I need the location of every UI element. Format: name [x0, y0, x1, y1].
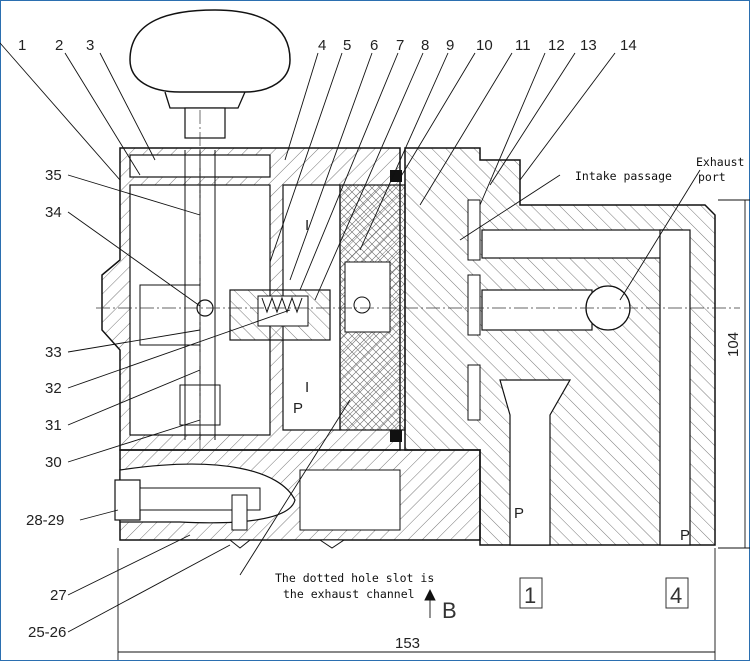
port-1-label: 1: [524, 583, 536, 608]
part-label-9: 9: [446, 37, 454, 54]
part-label-2: 2: [55, 37, 63, 54]
part-label-14: 14: [620, 37, 637, 54]
part-label-4: 4: [318, 37, 326, 54]
center-lines: [96, 110, 740, 450]
part-label-1: 1: [18, 37, 26, 54]
part-label-8: 8: [421, 37, 429, 54]
top-part-number-labels: 1 2 3 4 5 6 7 8 9 10 11 12 13 14: [18, 37, 637, 54]
part-label-12: 12: [548, 37, 565, 54]
chamber-label-upper: I: [305, 217, 309, 234]
dimension-height-label: 104: [725, 332, 742, 357]
part-label-30: 30: [45, 454, 62, 471]
leader-lines: [0, 42, 701, 633]
part-label-11: 11: [515, 37, 531, 54]
chamber-labels: I I P P P: [293, 217, 690, 544]
text-annotations: Intake passage Exhaust port The dotted h…: [275, 155, 744, 601]
base-plate: [114, 449, 481, 549]
valve-body-right: [404, 147, 716, 546]
port-4-label: 4: [670, 583, 682, 608]
port-4-box: [665, 577, 689, 609]
dimension-width-label: 153: [395, 635, 420, 652]
exhaust-port-note-line1: Exhaust: [696, 155, 744, 169]
dotted-slot-note-line1: The dotted hole slot is: [275, 571, 434, 585]
handle-knob: [129, 9, 291, 139]
part-label-31: 31: [45, 417, 62, 434]
pressure-label-port4: P: [680, 527, 690, 544]
part-label-7: 7: [396, 37, 404, 54]
dotted-slot-note-line2: the exhaust channel: [283, 587, 415, 601]
port-labels: 1 4 B: [442, 577, 689, 623]
part-label-13: 13: [580, 37, 597, 54]
port-1-box: [519, 577, 543, 609]
part-label-5: 5: [343, 37, 351, 54]
part-label-32: 32: [45, 380, 62, 397]
intake-passage-note: Intake passage: [575, 169, 672, 183]
exhaust-port-note-line2: port: [698, 170, 726, 184]
part-label-35: 35: [45, 167, 62, 184]
left-part-number-labels: 35 34 33 32 31 30 28-29 27 25-26: [26, 167, 67, 641]
chamber-label-lower: I: [305, 379, 309, 396]
part-label-25-26: 25-26: [28, 624, 66, 641]
view-b-label: B: [442, 598, 457, 623]
part-label-10: 10: [476, 37, 493, 54]
part-label-33: 33: [45, 344, 62, 361]
part-label-34: 34: [45, 204, 62, 221]
part-label-6: 6: [370, 37, 378, 54]
dimension-lines: [117, 199, 750, 660]
part-label-28-29: 28-29: [26, 512, 64, 529]
valve-body-left: [101, 147, 401, 451]
part-label-27: 27: [50, 587, 67, 604]
pressure-label-left: P: [293, 400, 303, 417]
pressure-label-port1: P: [514, 505, 524, 522]
part-label-3: 3: [86, 37, 94, 54]
